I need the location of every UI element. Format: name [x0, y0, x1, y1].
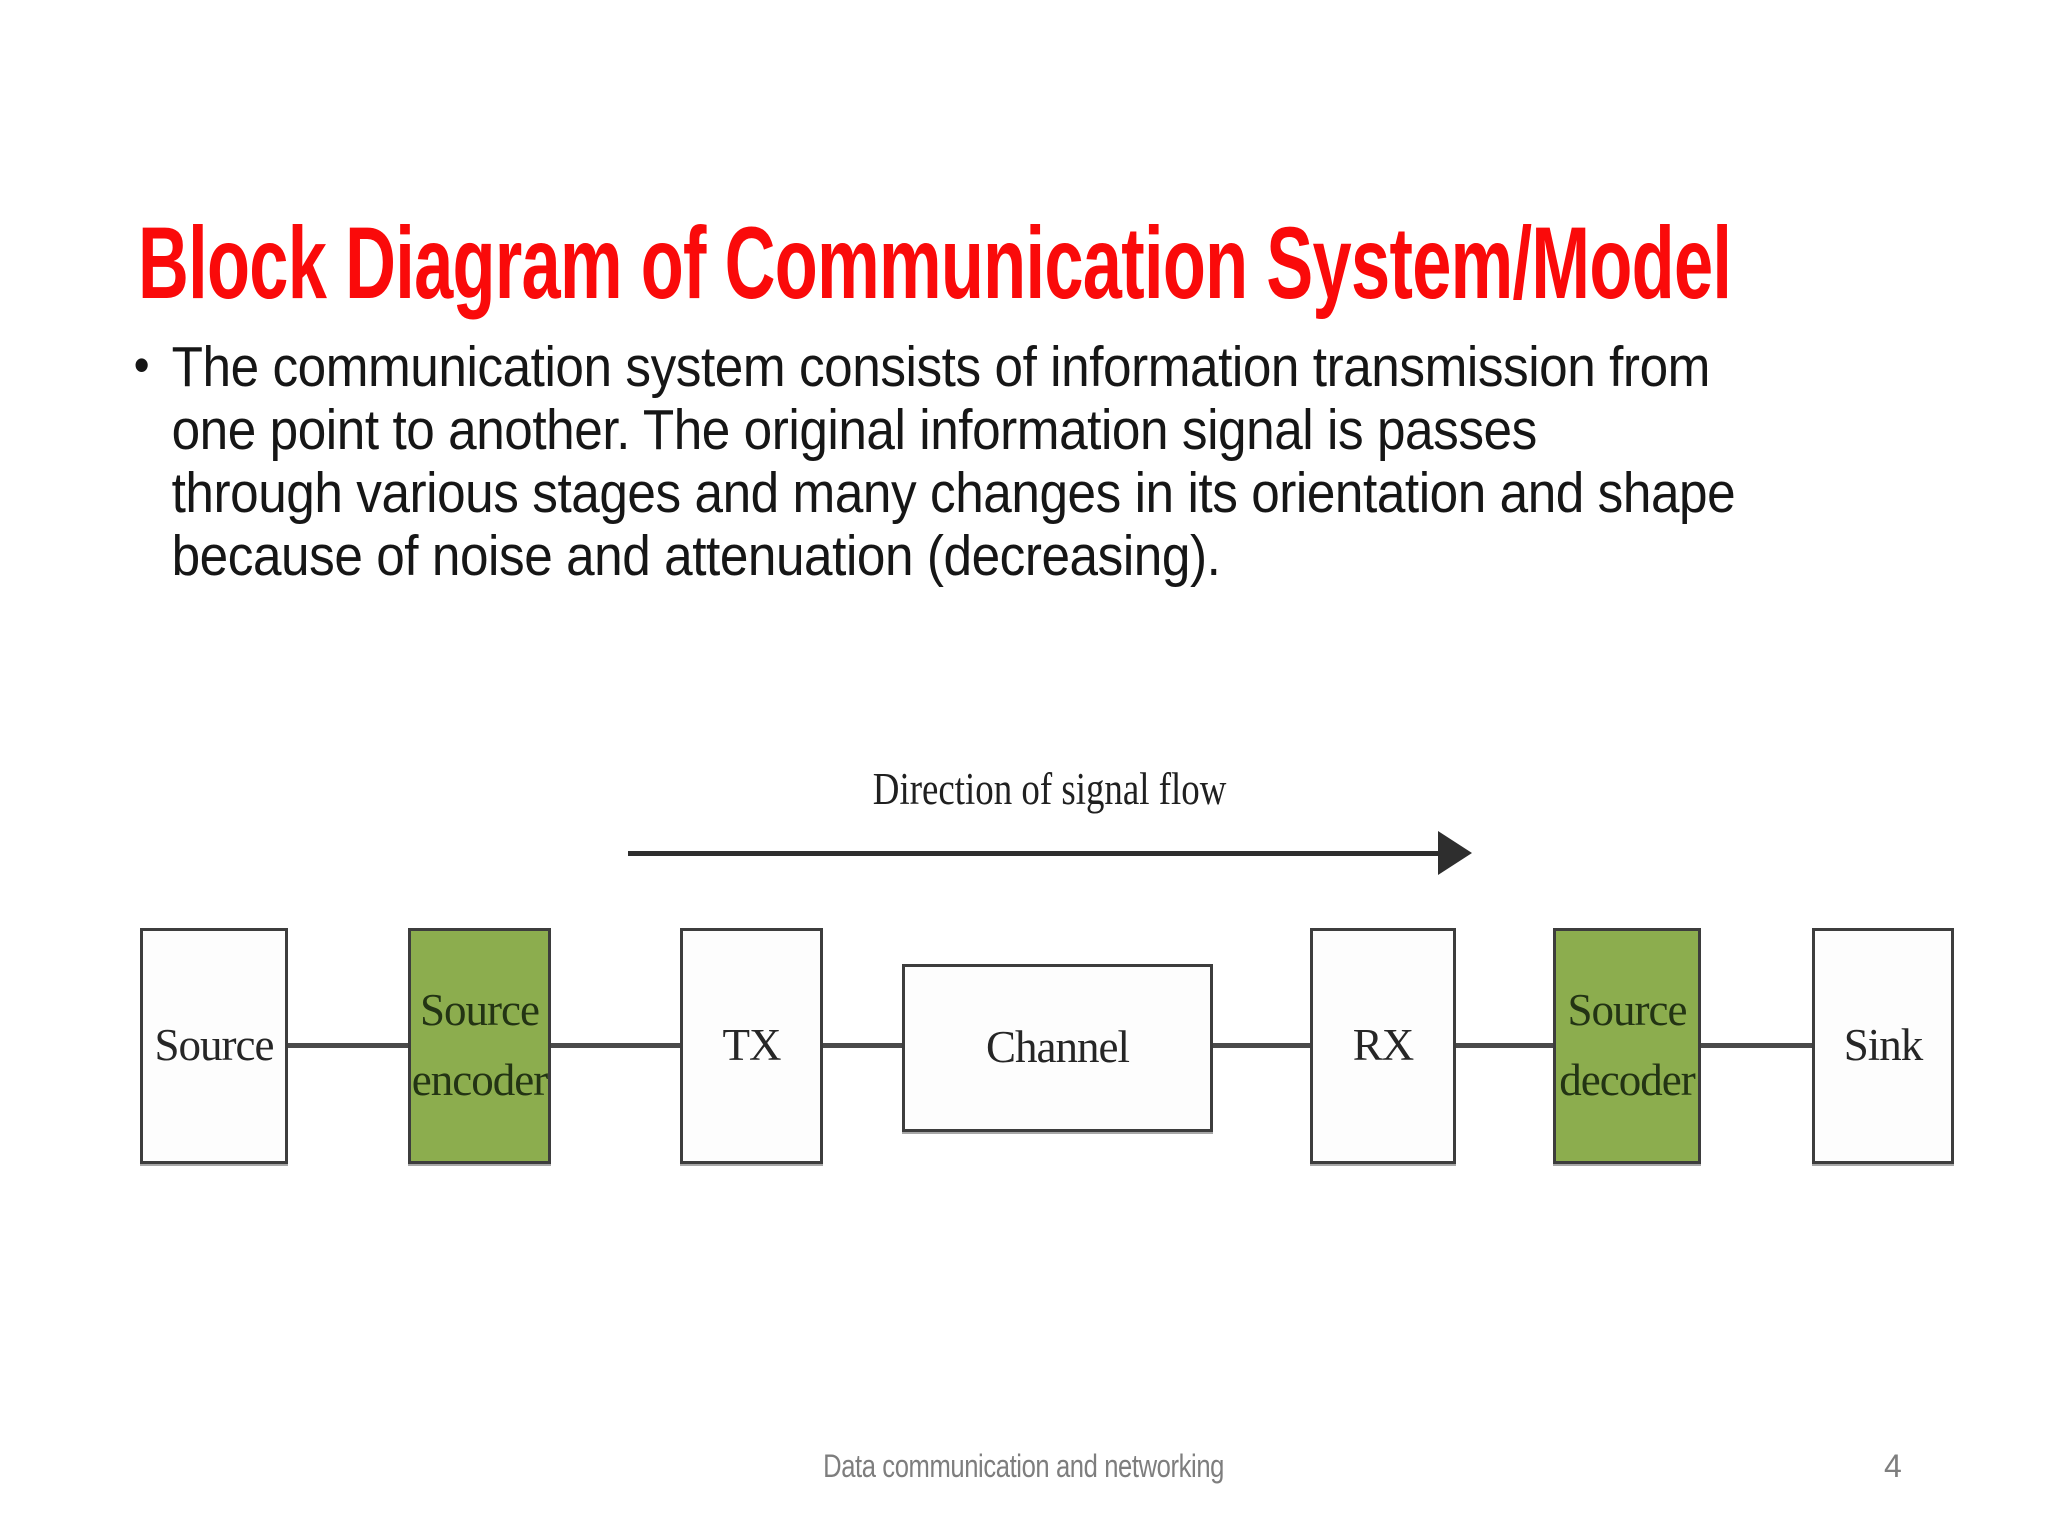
connector-rx-to-decoder — [1456, 1043, 1553, 1048]
signal-flow-arrow-line — [628, 851, 1440, 856]
bullet-line: one point to another. The original infor… — [132, 399, 1896, 462]
connector-decoder-to-sink — [1701, 1043, 1812, 1048]
diagram-box-label: Channel — [986, 1022, 1130, 1073]
page-number: 4 — [1884, 1448, 1902, 1484]
diagram-box-label: Source encoder — [411, 985, 548, 1105]
bullet-line-text: through various stages and many changes … — [171, 461, 1736, 525]
bullet-line-text: because of noise and attenuation (decrea… — [171, 524, 1221, 588]
connector-channel-to-rx — [1213, 1043, 1310, 1048]
diagram-box-label: TX — [722, 1020, 782, 1071]
diagram-box-sink: Sink — [1812, 928, 1954, 1164]
signal-flow-arrow-head-icon — [1438, 831, 1472, 875]
footer: Data communication and networking — [0, 1448, 2048, 1485]
bullet-line: through various stages and many changes … — [132, 462, 1896, 525]
diagram-box-source: Source — [140, 928, 288, 1164]
slide-title: Block Diagram of Communication System/Mo… — [138, 206, 1732, 320]
connector-encoder-to-tx — [551, 1043, 680, 1048]
bullet-line: • The communication system consists of i… — [132, 336, 1896, 399]
diagram-box-label: Source decoder — [1559, 985, 1695, 1105]
bullet-line: because of noise and attenuation (decrea… — [132, 525, 1896, 588]
diagram-box-source-encoder: Source encoder — [408, 928, 551, 1164]
diagram-box-channel: Channel — [902, 964, 1213, 1132]
bullet-line-text: The communication system consists of inf… — [171, 335, 1711, 399]
connector-source-to-encoder — [288, 1043, 408, 1048]
diagram-box-rx: RX — [1310, 928, 1456, 1164]
connector-tx-to-channel — [823, 1043, 902, 1048]
diagram-box-label: RX — [1352, 1020, 1415, 1071]
bullet-paragraph: • The communication system consists of i… — [132, 336, 1896, 588]
diagram-box-label: Sink — [1843, 1020, 1924, 1071]
bullet-marker: • — [133, 337, 150, 393]
diagram-box-tx: TX — [680, 928, 823, 1164]
direction-of-signal-flow-label: Direction of signal flow — [873, 764, 1227, 814]
footer-text: Data communication and networking — [823, 1448, 1225, 1484]
diagram-box-source-decoder: Source decoder — [1553, 928, 1701, 1164]
bullet-line-text: one point to another. The original infor… — [171, 398, 1538, 462]
diagram-box-label: Source — [154, 1020, 275, 1071]
